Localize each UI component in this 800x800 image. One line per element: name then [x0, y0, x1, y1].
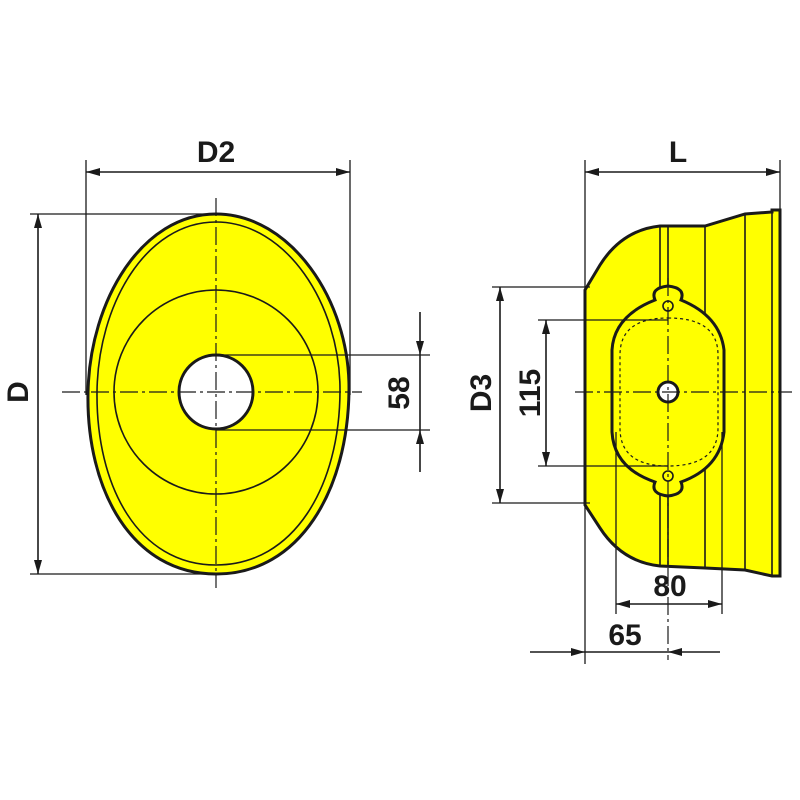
dim-58: 58: [216, 312, 430, 472]
dim-115: 115: [514, 319, 668, 467]
dim-80: 80: [615, 432, 723, 614]
dim-d: D: [2, 213, 216, 575]
dim-80-label: 80: [653, 570, 686, 603]
front-inner-rim: [96, 221, 341, 566]
dim-d3-label: D3: [465, 374, 498, 412]
dim-d2: D2: [85, 136, 351, 395]
front-view: [62, 198, 362, 588]
dim-65-label: 65: [608, 619, 641, 652]
dim-d-label: D: [2, 381, 35, 403]
dim-58-label: 58: [383, 376, 416, 409]
dim-d3: D3: [465, 286, 590, 504]
dim-65: 65: [530, 505, 720, 664]
dim-115-label: 115: [514, 369, 547, 417]
dim-l: L: [584, 136, 781, 290]
dim-d2-label: D2: [197, 136, 235, 169]
dim-l-label: L: [669, 136, 687, 169]
